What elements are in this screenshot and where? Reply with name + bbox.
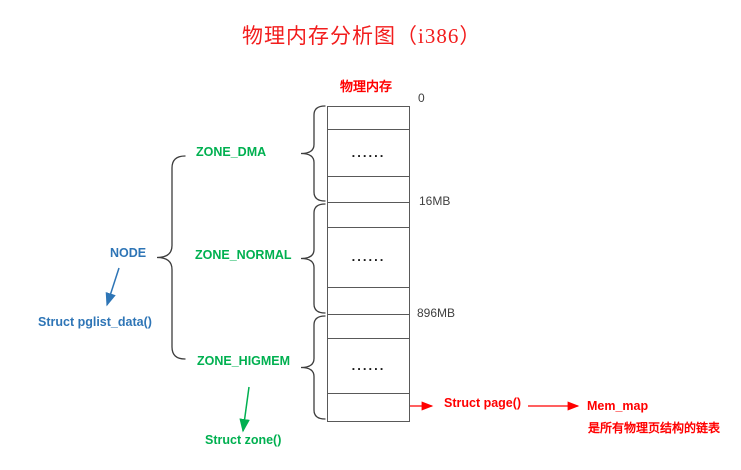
address-marker-16mb: 16MB: [419, 194, 451, 208]
memory-column-label: 物理内存: [340, 79, 393, 94]
higmem-to-zone-struct-arrow: [239, 386, 250, 433]
memmap-note: 是所有物理页结构的链表: [588, 421, 721, 435]
ellipsis-dots: ......: [351, 249, 386, 264]
address-marker-0: 0: [418, 91, 425, 105]
zone-higmem-label: ZONE_HIGMEM: [197, 354, 291, 368]
page-struct-label: Struct page(): [444, 396, 522, 410]
ellipsis-dots: ......: [351, 357, 386, 373]
zone-normal-label: ZONE_NORMAL: [195, 248, 292, 262]
node-to-pglist-arrow: [105, 267, 120, 307]
address-marker-896mb: 896MB: [417, 306, 456, 320]
ellipsis-dots: ......: [351, 144, 386, 160]
zone-dma-brace: [300, 105, 326, 202]
zone-normal-brace: [300, 203, 326, 314]
pglist-data-struct-label: Struct pglist_data(): [38, 315, 152, 329]
memory-cell: [328, 107, 409, 130]
node-brace: [156, 155, 186, 360]
memory-cell: [328, 203, 409, 228]
memory-column: ...... ...... ......: [327, 106, 410, 422]
memory-cell: [328, 288, 409, 315]
memory-cell: [328, 394, 409, 421]
zone-higmem-brace: [300, 315, 326, 420]
zone-dma-label: ZONE_DMA: [196, 145, 267, 159]
memory-cell: ......: [328, 228, 409, 288]
diagram-title: 物理内存分析图（i386）: [242, 24, 482, 48]
memory-cell: ......: [328, 130, 409, 177]
memory-cell: [328, 315, 409, 339]
memory-cell: ......: [328, 339, 409, 394]
memmap-label: Mem_map: [587, 399, 649, 413]
zone-struct-label: Struct zone(): [205, 433, 282, 447]
memory-cell: [328, 177, 409, 203]
node-label: NODE: [110, 246, 147, 260]
